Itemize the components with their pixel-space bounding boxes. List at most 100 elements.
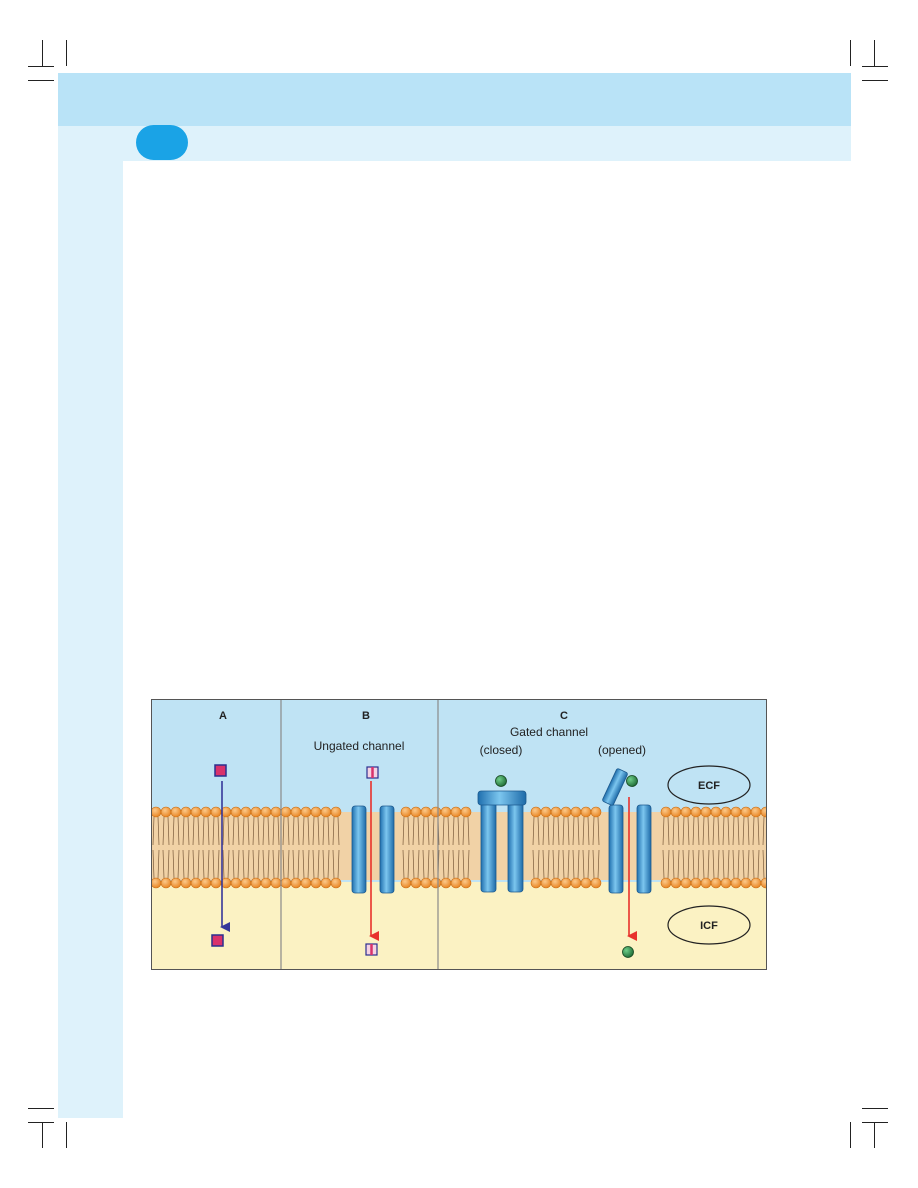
lipid-tail (552, 816, 560, 846)
lipid-head (210, 877, 222, 889)
lipid-tail (162, 816, 170, 846)
lipid-tail (692, 849, 700, 879)
lipid-head (260, 877, 272, 889)
lipid-head (180, 877, 192, 889)
lipid-head (250, 806, 262, 818)
lipid-tail (302, 849, 310, 879)
lipid-head (410, 806, 422, 818)
chapter-badge (136, 125, 188, 160)
ecf-label: ECF (698, 780, 720, 792)
lipid-tail (562, 816, 570, 846)
lipid-tail (722, 849, 730, 879)
panel-b-label: B (362, 710, 370, 722)
lipid-head (280, 877, 292, 889)
panel-c-label: C (560, 710, 568, 722)
lipid-tail (462, 849, 470, 879)
lipid-tail (312, 816, 320, 846)
lipid-tail (732, 849, 740, 879)
lipid-tail (662, 816, 670, 846)
lipid-tail (272, 849, 280, 879)
lipid-tail (332, 816, 340, 846)
lipid-head (410, 877, 422, 889)
lipid-tail (272, 816, 280, 846)
lipid-tail (182, 816, 190, 846)
lipid-tail (722, 816, 730, 846)
lipid-head (430, 806, 442, 818)
lipid-head (680, 877, 692, 889)
lipid-head (750, 806, 762, 818)
lipid-head (720, 806, 732, 818)
lipid-head (740, 806, 752, 818)
lipid-head (420, 877, 432, 889)
lipid-tail (292, 849, 300, 879)
lipid-tail (262, 849, 270, 879)
icf-region (151, 882, 767, 970)
lipid-head (230, 877, 242, 889)
lipid-tail (252, 816, 260, 846)
lipid-head (430, 877, 442, 889)
lipid-head (670, 877, 682, 889)
lipid-tail (242, 816, 250, 846)
lipid-tail (532, 849, 540, 879)
lipid-tail (702, 816, 710, 846)
lipid-tail (762, 816, 765, 846)
panel-a-label: A (219, 710, 227, 722)
lipid-head (260, 806, 272, 818)
lipid-head (710, 877, 722, 889)
icf-label: ICF (700, 920, 718, 932)
lipid-head (680, 806, 692, 818)
lipid-head (450, 806, 462, 818)
lipid-tail (162, 849, 170, 879)
lipid-head (700, 806, 712, 818)
lipid-tail (732, 816, 740, 846)
closed-state-label: (closed) (480, 743, 523, 757)
lipid-tail (752, 816, 760, 846)
lipid-head (530, 877, 542, 889)
lipid-tail (542, 816, 550, 846)
lipid-head (460, 877, 472, 889)
channel-gate-open (602, 768, 628, 806)
lipid-head (550, 806, 562, 818)
lipid-tail (292, 816, 300, 846)
lipid-head (560, 806, 572, 818)
lipid-tail (592, 816, 600, 846)
lipid-head (290, 877, 302, 889)
solute-b-inside (365, 943, 378, 956)
lipid-tail (742, 849, 750, 879)
lipid-tail (462, 816, 470, 846)
lipid-head (540, 877, 552, 889)
subheader-band (123, 126, 851, 161)
channel-gate-closed (477, 790, 527, 806)
lipid-head (320, 877, 332, 889)
lipid-tail (202, 816, 210, 846)
lipid-tail (712, 816, 720, 846)
lipid-head (240, 877, 252, 889)
lipid-head (160, 806, 172, 818)
lipid-tail (762, 849, 765, 879)
header-band (58, 73, 851, 126)
lipid-head (690, 877, 702, 889)
lipid-tail (152, 849, 160, 879)
lipid-head (200, 806, 212, 818)
ion-closed-outside (495, 775, 507, 787)
lipid-head (200, 877, 212, 889)
lipid-head (570, 806, 582, 818)
lipid-head (240, 806, 252, 818)
ungated-channel-caption: Ungated channel (314, 739, 405, 753)
lipid-tail (572, 849, 580, 879)
lipid-head (330, 877, 342, 889)
lipid-tail (422, 849, 430, 879)
lipid-head (160, 877, 172, 889)
lipid-head (570, 877, 582, 889)
lipid-head (590, 877, 602, 889)
lipid-tail (682, 816, 690, 846)
lipid-tail (282, 849, 290, 879)
lipid-tail (242, 849, 250, 879)
lipid-head (740, 877, 752, 889)
lipid-tail (232, 816, 240, 846)
lipid-head (550, 877, 562, 889)
icf-oval (667, 905, 751, 945)
lipid-head (660, 806, 672, 818)
lipid-head (730, 806, 742, 818)
lipid-head (690, 806, 702, 818)
